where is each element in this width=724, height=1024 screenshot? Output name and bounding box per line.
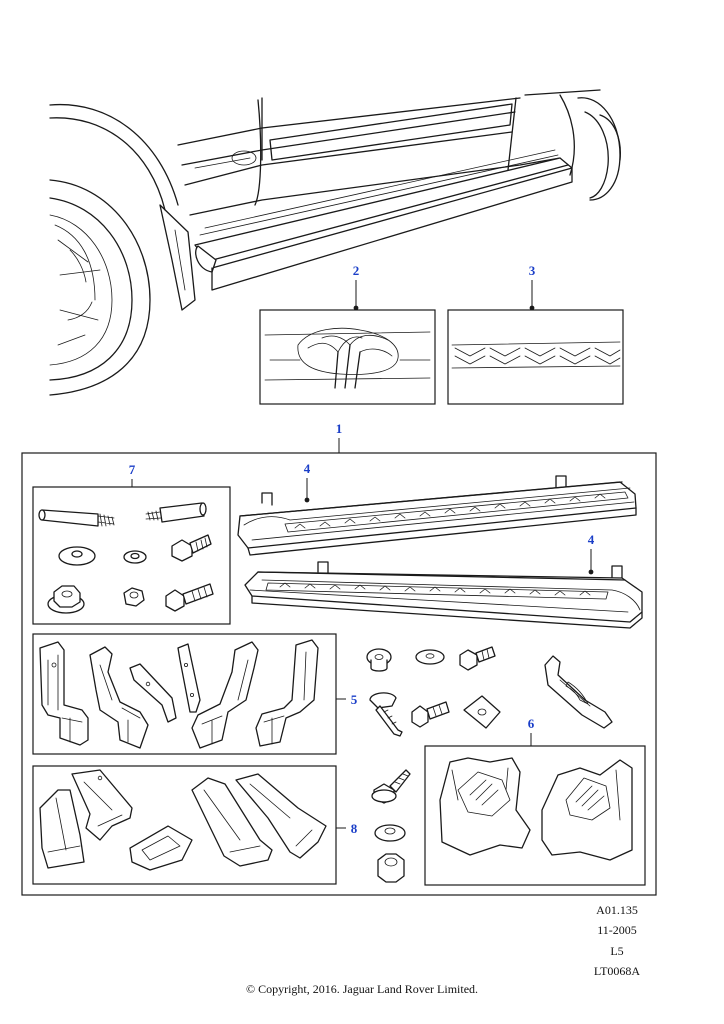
callout-3: 3 <box>529 263 536 278</box>
callout-3-leader: 3 <box>529 263 536 311</box>
palm-tree-pattern <box>264 327 431 389</box>
fixings-set-7 <box>38 502 214 614</box>
copyright-notice: © Copyright, 2016. Jaguar Land Rover Lim… <box>245 982 479 996</box>
callout-7-leader: 7 <box>129 462 136 487</box>
callout-4b-leader: 4 <box>588 532 595 575</box>
callout-1-leader: 1 <box>336 421 343 453</box>
callout-5: 5 <box>351 692 358 707</box>
callout-4-upper: 4 <box>304 461 311 476</box>
mud-flaps-set-6 <box>439 757 633 861</box>
callout-5-leader: 5 <box>336 692 358 707</box>
callout-4-lower: 4 <box>588 532 595 547</box>
callout-2: 2 <box>353 263 360 278</box>
loose-fixings <box>366 646 613 883</box>
callout-8: 8 <box>351 821 358 836</box>
reference-date: 11-2005 <box>597 923 637 937</box>
reference-code: A01.135 <box>596 903 638 917</box>
illustration-number: LT0068A <box>593 964 641 978</box>
callout-8-leader: 8 <box>336 821 358 836</box>
mounting-brackets-set-5 <box>39 639 319 749</box>
tread-pattern-palm-box <box>259 309 436 405</box>
tread-pattern-chevron-box <box>447 309 624 405</box>
callout-6: 6 <box>528 716 535 731</box>
callout-2-leader: 2 <box>353 263 360 311</box>
callout-7: 7 <box>129 462 136 477</box>
vehicle-side-view <box>49 89 621 396</box>
running-board-lower <box>244 561 643 629</box>
reference-level: L5 <box>610 944 624 958</box>
running-board-upper <box>237 475 637 556</box>
chevron-pattern <box>451 341 621 369</box>
callout-1: 1 <box>336 421 343 436</box>
spats-set-8 <box>39 769 327 871</box>
callout-4a-leader: 4 <box>304 461 311 503</box>
callout-6-leader: 6 <box>528 716 535 746</box>
